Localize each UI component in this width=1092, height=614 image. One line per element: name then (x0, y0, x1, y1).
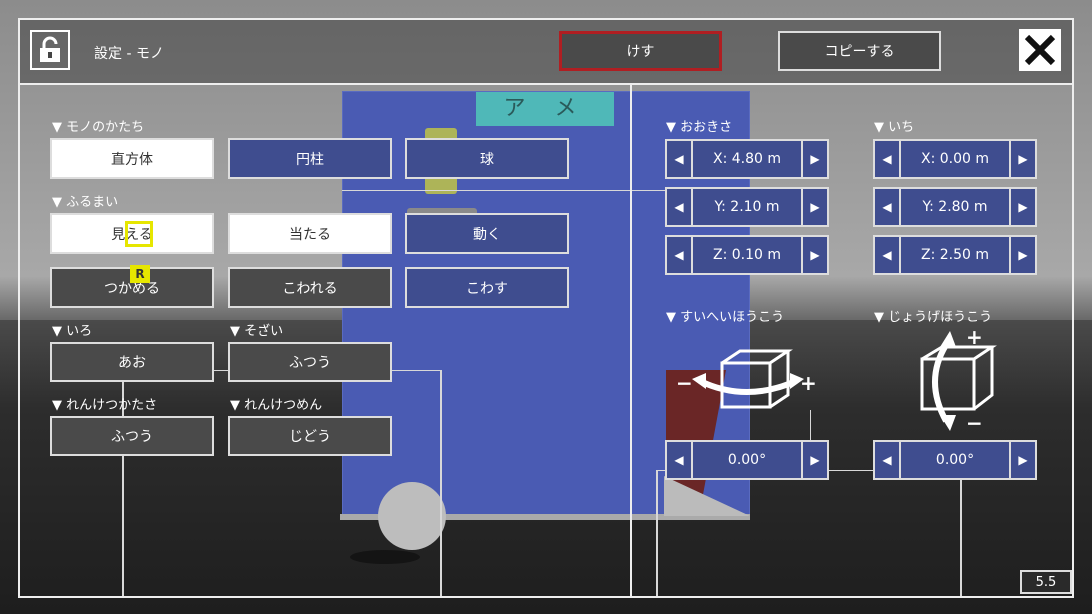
material-select[interactable]: ふつう (228, 342, 392, 382)
lock-glyph (40, 36, 60, 62)
position-x-value: X: 0.00 m (920, 151, 990, 167)
version-label: 5.5 (1020, 570, 1072, 594)
link-face-select[interactable]: じどう (228, 416, 392, 456)
page-title: 設定 - モノ (94, 46, 164, 62)
decrement-icon[interactable]: ◀ (667, 237, 693, 273)
board-ledge (340, 514, 750, 520)
horizontal-rotation-value: 0.00° (727, 452, 767, 468)
material-label: ▼ そざい (230, 324, 284, 339)
horizontal-rotation-field[interactable]: ◀ 0.00° ▶ (665, 440, 829, 480)
increment-icon[interactable]: ▶ (1009, 189, 1035, 225)
position-x-field[interactable]: ◀ X: 0.00 m ▶ (873, 139, 1037, 179)
behavior-collide-button[interactable]: 当たる (228, 213, 392, 254)
horizontal-rotate-icon (692, 349, 804, 409)
decrement-icon[interactable]: ◀ (667, 442, 693, 478)
guide-line (342, 190, 750, 191)
vertical-rotation-field[interactable]: ◀ 0.00° ▶ (873, 440, 1037, 480)
lock-icon[interactable] (30, 30, 70, 70)
top-bar-divider (18, 83, 1074, 85)
selection-cursor (125, 221, 153, 247)
link-hardness-label: ▼ れんけつかたさ (52, 398, 158, 413)
size-z-value: Z: 0.10 m (712, 247, 782, 263)
copy-button[interactable]: コピーする (778, 31, 941, 71)
delete-button[interactable]: けす (559, 31, 722, 71)
ame-sign: アメ (476, 92, 614, 126)
r-button-hint: R (130, 265, 150, 283)
link-face-label: ▼ れんけつめん (230, 398, 323, 413)
increment-icon[interactable]: ▶ (801, 442, 827, 478)
horizontal-rotation-label: ▼ すいへいほうこう (666, 310, 785, 325)
increment-icon[interactable]: ▶ (1009, 237, 1035, 273)
shape-cuboid-button[interactable]: 直方体 (50, 138, 214, 179)
decrement-icon[interactable]: ◀ (667, 189, 693, 225)
decrement-icon[interactable]: ◀ (875, 189, 901, 225)
size-y-value: Y: 2.10 m (714, 199, 780, 215)
vertical-rotate-icon (920, 331, 997, 431)
behavior-label: ▼ ふるまい (52, 195, 119, 210)
vertical-rotation-value: 0.00° (935, 452, 975, 468)
decrement-icon[interactable]: ◀ (875, 442, 901, 478)
decrement-icon[interactable]: ◀ (875, 141, 901, 177)
panel-frame (18, 18, 1074, 598)
shape-label: ▼ モノのかたち (52, 120, 145, 135)
horizontal-minus: − (676, 371, 693, 395)
horizontal-plus: + (800, 371, 817, 395)
link-hardness-select[interactable]: ふつう (50, 416, 214, 456)
guide-line (440, 370, 442, 598)
increment-icon[interactable]: ▶ (1009, 442, 1035, 478)
color-label: ▼ いろ (52, 324, 93, 339)
vertical-minus: − (966, 411, 983, 435)
increment-icon[interactable]: ▶ (801, 141, 827, 177)
position-y-field[interactable]: ◀ Y: 2.80 m ▶ (873, 187, 1037, 227)
behavior-break-button[interactable]: こわす (405, 267, 569, 308)
size-z-field[interactable]: ◀ Z: 0.10 m ▶ (665, 235, 829, 275)
position-label: ▼ いち (874, 120, 915, 135)
shape-cylinder-button[interactable]: 円柱 (228, 138, 392, 179)
close-icon[interactable] (1019, 29, 1061, 71)
decrement-icon[interactable]: ◀ (667, 141, 693, 177)
position-z-field[interactable]: ◀ Z: 2.50 m ▶ (873, 235, 1037, 275)
vertical-plus: + (966, 325, 983, 349)
position-y-value: Y: 2.80 m (922, 199, 988, 215)
behavior-breakable-button[interactable]: こわれる (228, 267, 392, 308)
shape-sphere-button[interactable]: 球 (405, 138, 569, 179)
behavior-visible-button[interactable]: 見える (50, 213, 214, 254)
position-z-value: Z: 2.50 m (920, 247, 990, 263)
decrement-icon[interactable]: ◀ (875, 237, 901, 273)
close-glyph (1024, 34, 1056, 66)
behavior-move-button[interactable]: 動く (405, 213, 569, 254)
size-y-field[interactable]: ◀ Y: 2.10 m ▶ (665, 187, 829, 227)
ball-object (378, 482, 446, 550)
increment-icon[interactable]: ▶ (801, 237, 827, 273)
ball-shadow (350, 550, 420, 564)
increment-icon[interactable]: ▶ (801, 189, 827, 225)
size-x-field[interactable]: ◀ X: 4.80 m ▶ (665, 139, 829, 179)
color-select[interactable]: あお (50, 342, 214, 382)
vertical-rotation-label: ▼ じょうげほうこう (874, 310, 993, 325)
size-label: ▼ おおきさ (666, 120, 733, 135)
guide-line (122, 370, 124, 598)
center-divider (630, 84, 632, 598)
increment-icon[interactable]: ▶ (1009, 141, 1035, 177)
guide-line (656, 470, 658, 598)
size-x-value: X: 4.80 m (712, 151, 782, 167)
guide-line (960, 470, 962, 598)
